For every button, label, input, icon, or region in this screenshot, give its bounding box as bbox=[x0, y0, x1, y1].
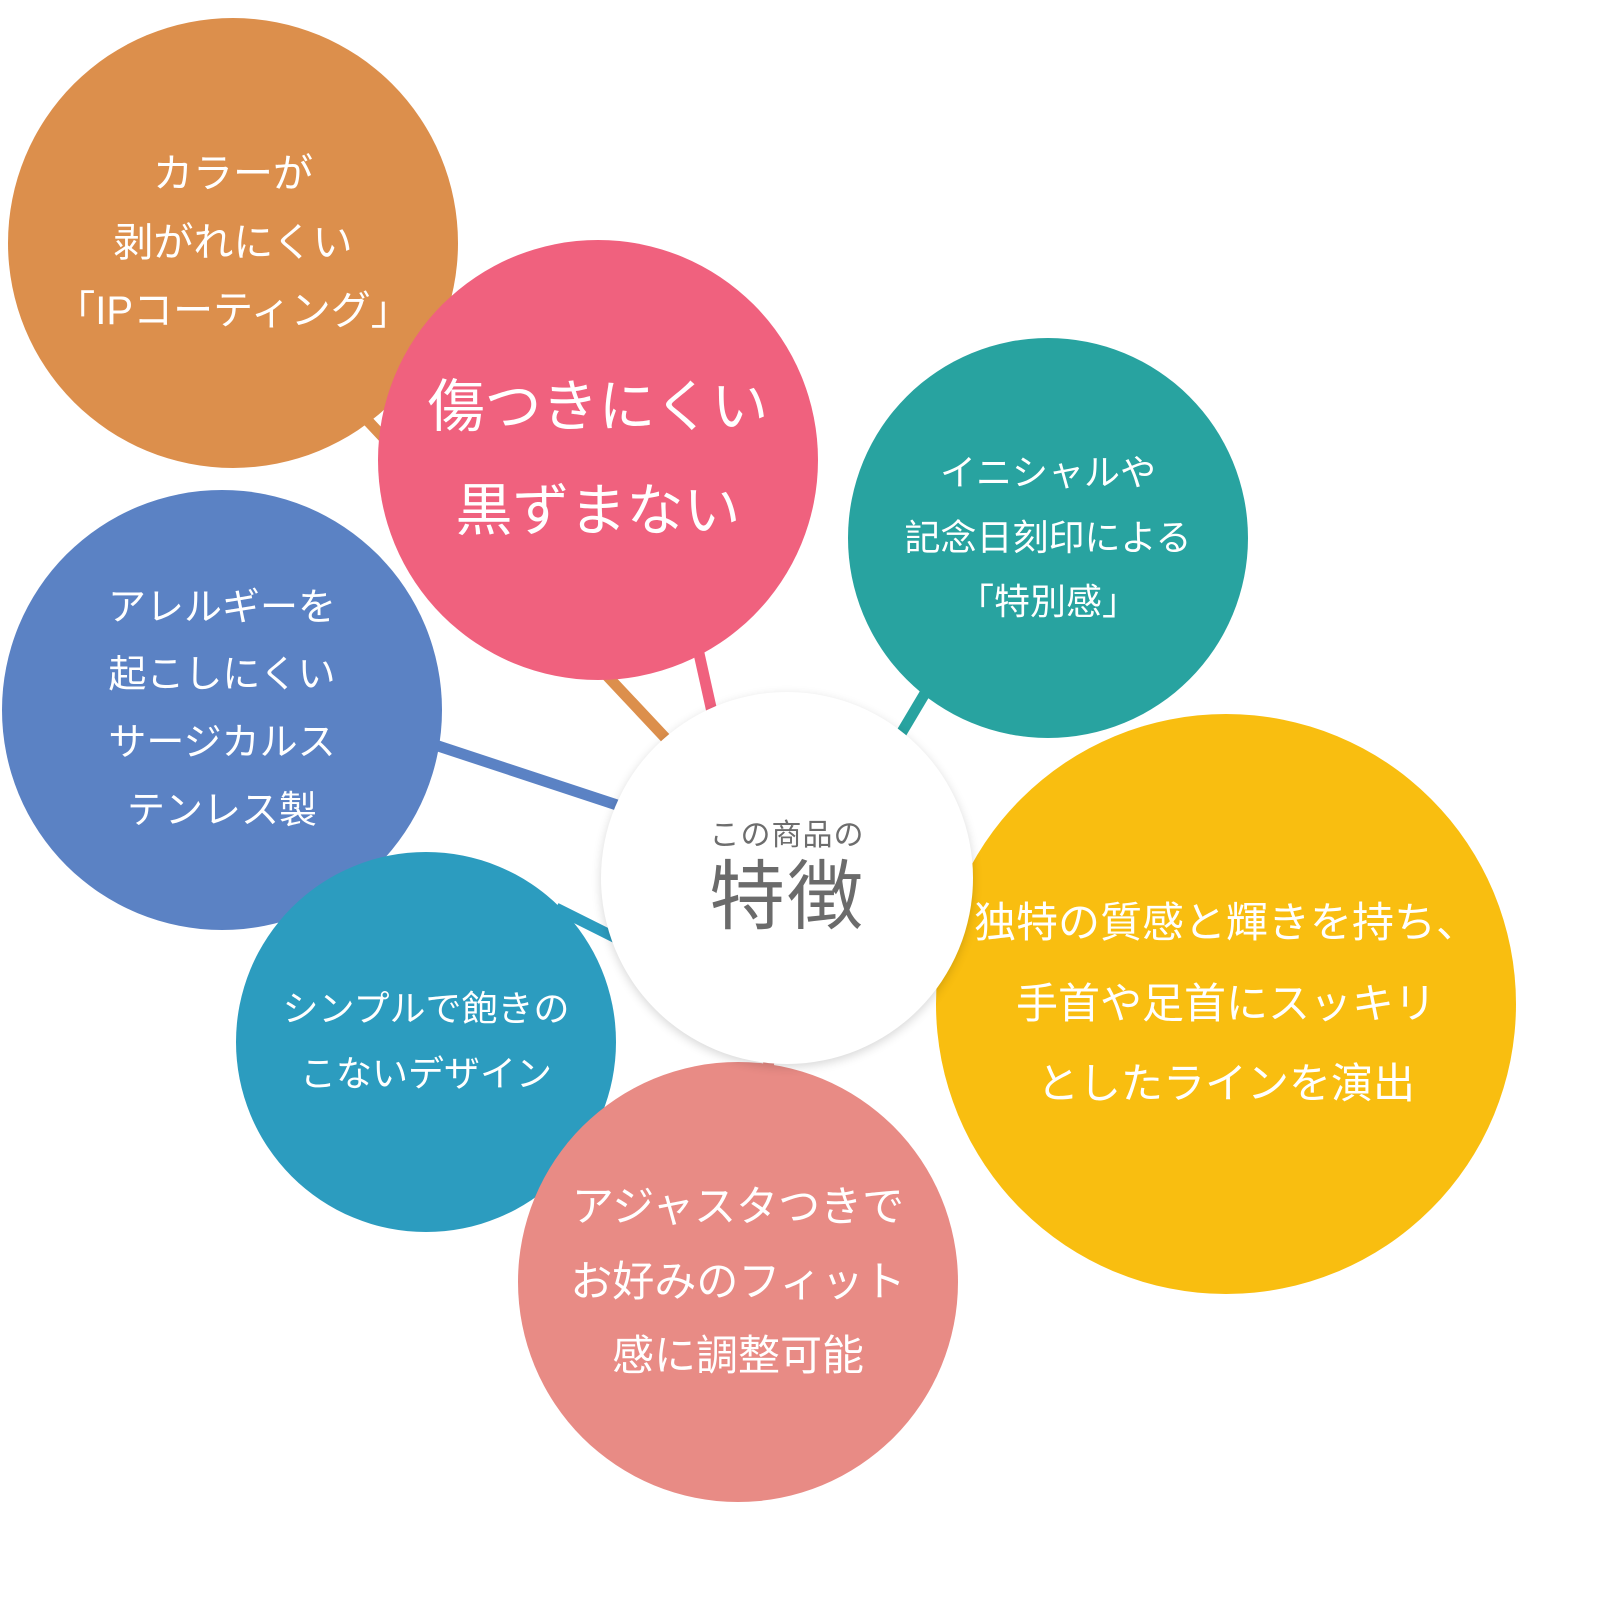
bubble-texture-shine-line-3: としたラインを演出 bbox=[1036, 1060, 1415, 1108]
bubble-simple-design-line-1: シンプルで飽きの bbox=[282, 988, 570, 1030]
bubble-ip-coating-line-3: 「IPコーティング」 bbox=[55, 289, 411, 334]
bubble-simple-design-line-2: こないデザイン bbox=[299, 1053, 552, 1094]
bubble-adjuster-fit-line-2: お好みのフィット bbox=[570, 1257, 906, 1305]
bubble-surgical-stainless[interactable]: アレルギーを 起こしにくい サージカルス テンレス製 bbox=[2, 490, 442, 930]
bubble-engraving-special-line-2: 記念日刻印による bbox=[904, 516, 1192, 558]
bubble-ip-coating-line-1: カラーが bbox=[153, 151, 313, 196]
center-hub[interactable]: この商品の 特徴 bbox=[601, 692, 973, 1064]
bubble-scratch-resistant-line-1: 傷つきにくい bbox=[427, 375, 769, 440]
bubble-ip-coating-line-2: 剥がれにくい bbox=[113, 220, 353, 265]
bubble-adjuster-fit-line-3: 感に調整可能 bbox=[611, 1332, 864, 1380]
bubble-ip-coating[interactable]: カラーが 剥がれにくい 「IPコーティング」 bbox=[8, 18, 458, 468]
bubble-texture-shine[interactable]: 独特の質感と輝きを持ち、 手首や足首にスッキリ としたラインを演出 bbox=[936, 714, 1516, 1294]
bubble-engraving-special[interactable]: イニシャルや 記念日刻印による 「特別感」 bbox=[848, 338, 1248, 738]
bubble-engraving-special-line-1: イニシャルや bbox=[939, 451, 1156, 493]
bubble-adjuster-fit[interactable]: アジャスタつきで お好みのフィット 感に調整可能 bbox=[518, 1062, 958, 1502]
bubble-engraving-special-line-3: 「特別感」 bbox=[957, 581, 1138, 623]
bubble-adjuster-fit-line-1: アジャスタつきで bbox=[571, 1182, 905, 1230]
bubble-texture-shine-line-2: 手首や足首にスッキリ bbox=[1015, 979, 1436, 1027]
bubble-scratch-resistant-line-2: 黒ずまない bbox=[455, 479, 741, 543]
bubble-texture-shine-line-1: 独特の質感と輝きを持ち、 bbox=[973, 899, 1478, 947]
bubble-surgical-stainless-line-4: テンレス製 bbox=[126, 789, 317, 832]
connector-blue bbox=[418, 734, 622, 812]
hub-title: 特徴 bbox=[709, 854, 865, 940]
bubble-surgical-stainless-line-2: 起こしにくい bbox=[108, 654, 336, 697]
hub-subtitle: この商品の bbox=[709, 818, 865, 852]
bubble-surgical-stainless-line-3: サージカルス bbox=[108, 722, 336, 764]
bubble-scratch-resistant[interactable]: 傷つきにくい 黒ずまない bbox=[378, 240, 818, 680]
bubble-surgical-stainless-line-1: アレルギーを bbox=[107, 586, 336, 629]
